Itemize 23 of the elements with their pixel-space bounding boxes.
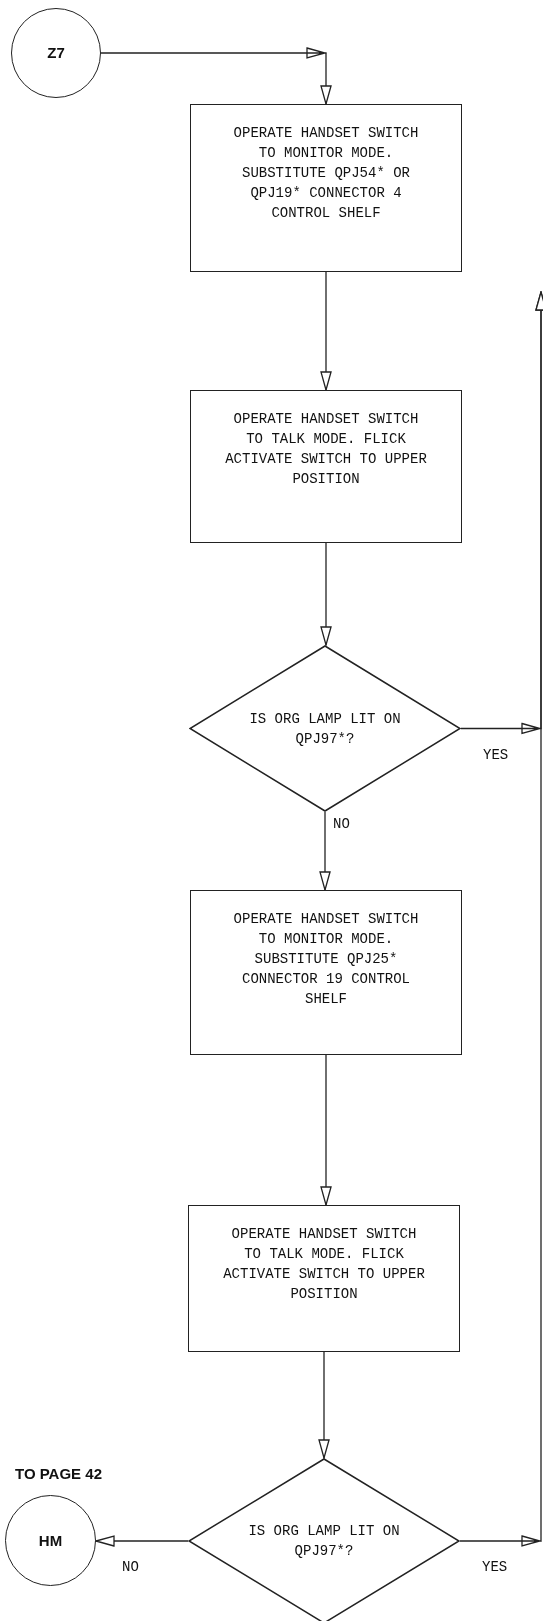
arrow — [100, 47, 332, 105]
process-box — [190, 390, 462, 543]
page-reference: TO PAGE 42 — [15, 1465, 102, 1482]
process-box — [188, 1205, 460, 1352]
step-text: IS ORG LAMP LIT ON QPJ97*? — [247, 1522, 401, 1561]
step-text: OPERATE HANDSET SWITCH TO MONITOR MODE. SUBSTITUTE QPJ25* CONNECTOR 19 CONTROL SHELF — [232, 910, 420, 1009]
process-box — [190, 104, 462, 272]
arrow — [320, 271, 332, 391]
arrow — [320, 1054, 332, 1206]
step-text: OPERATE HANDSET SWITCH TO TALK MODE. FLICK ACTIVATE SWITCH TO UPPER POSITION — [222, 1225, 426, 1304]
decision-diamond — [189, 645, 461, 812]
process-box — [190, 890, 462, 1055]
connector-label: HM — [38, 1530, 63, 1551]
arrow — [319, 811, 331, 891]
decision-diamond — [188, 1458, 460, 1621]
step-text: IS ORG LAMP LIT ON QPJ97*? — [248, 709, 402, 749]
arrow — [318, 1351, 330, 1459]
connector-label: Z7 — [47, 43, 65, 63]
arrow — [95, 1535, 189, 1547]
arrow — [320, 542, 332, 646]
step-text: OPERATE HANDSET SWITCH TO TALK MODE. FLICK ACTIVATE SWITCH TO UPPER POSITION — [224, 410, 428, 489]
step-text: OPERATE HANDSET SWITCH TO MONITOR MODE. SUBSTITUTE QPJ54* OR QPJ19* CONNECTOR 4 CONTROL SHELF — [232, 124, 420, 223]
arrow — [459, 291, 543, 1547]
